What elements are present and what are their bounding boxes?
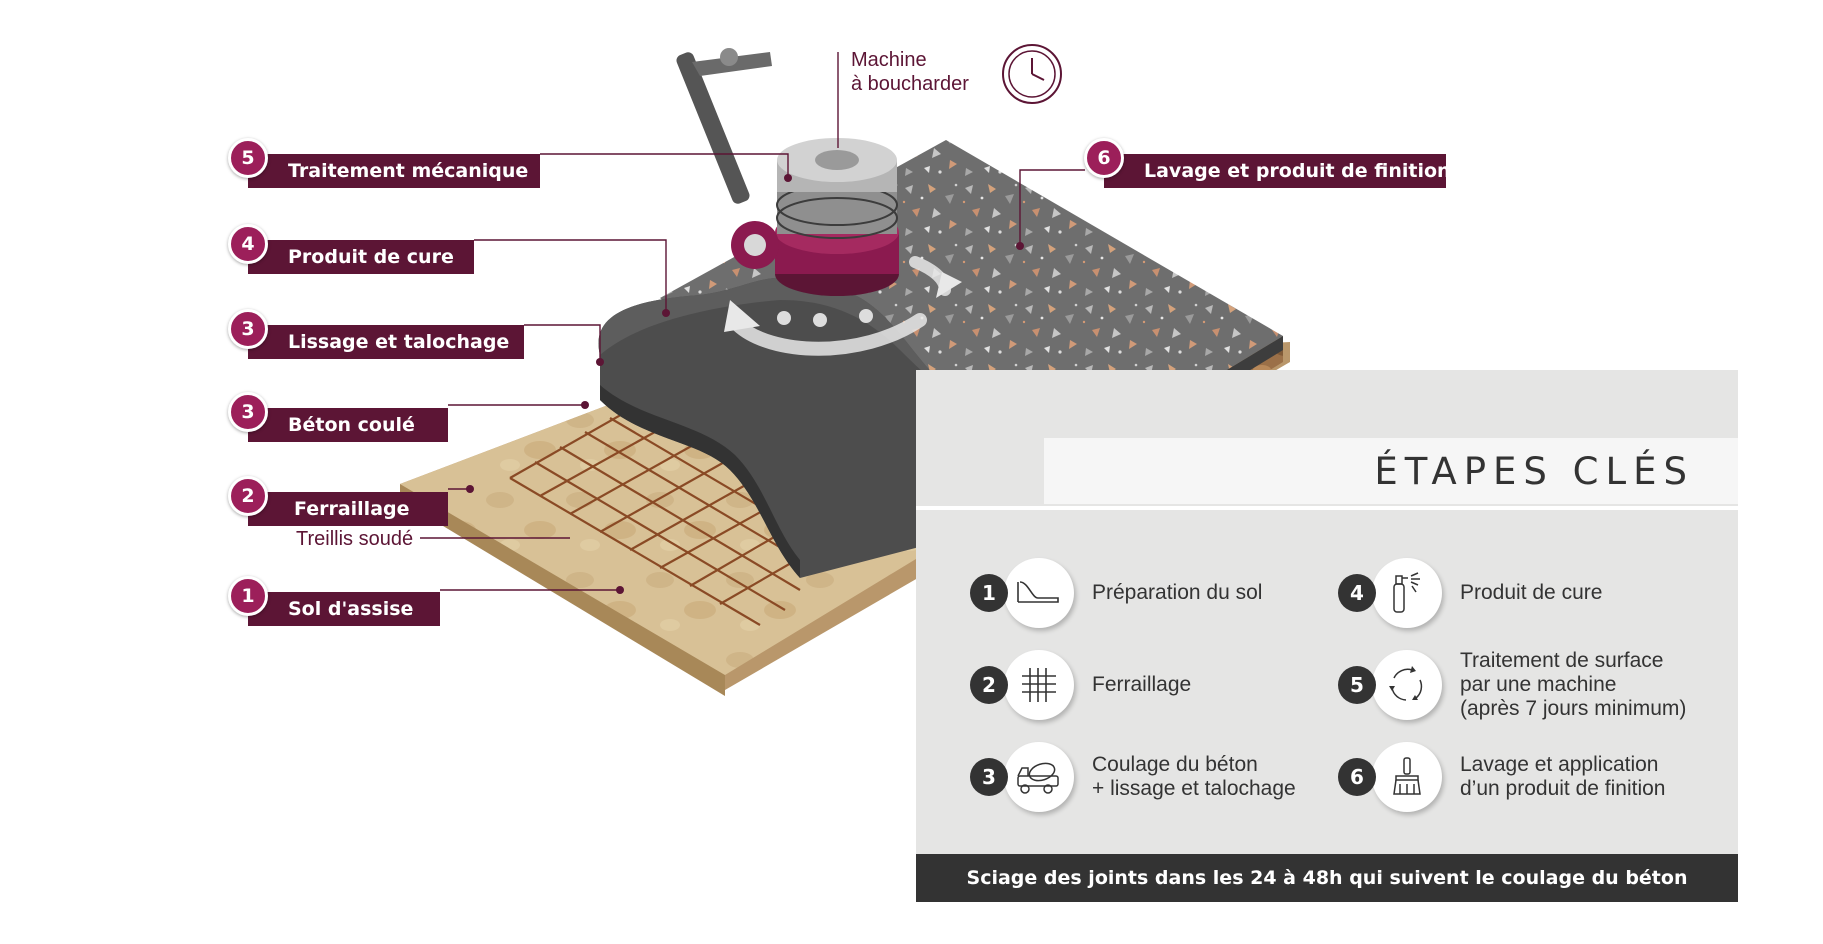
step-icon-circle <box>1372 650 1442 720</box>
step-text: Lavage et application d’un produit de fi… <box>1460 753 1666 800</box>
step-icon-circle <box>1372 558 1442 628</box>
welded-mesh-label: Treillis soudé <box>296 528 414 550</box>
callout-label: Béton coulé <box>248 408 448 442</box>
step-text: Produit de cure <box>1460 581 1603 604</box>
bush-hammer-machine <box>676 48 899 327</box>
step-number: 3 <box>970 758 1008 796</box>
callout-badge: 4 <box>228 224 268 264</box>
brush-icon <box>1393 757 1421 795</box>
rotation-arrows-icon <box>1389 666 1423 701</box>
callout-label: Sol d'assise <box>248 592 440 626</box>
step-text: Traitement de surface par une machine (a… <box>1460 649 1687 720</box>
machine-label: Machine à boucharder <box>851 49 969 95</box>
ground-preparation-icon <box>1017 581 1059 603</box>
callout-badge: 3 <box>228 392 268 432</box>
callout-label: Lavage et produit de finition <box>1104 154 1451 188</box>
callout-label: Produit de cure <box>248 240 474 274</box>
panel-title-box: ÉTAPES CLÉS <box>1044 438 1738 504</box>
clock-icon <box>1002 44 1062 104</box>
callout-badge: 3 <box>228 309 268 349</box>
panel-divider <box>916 506 1738 510</box>
step-icon-circle <box>1372 742 1442 812</box>
step-number: 1 <box>970 574 1008 612</box>
callout-label: Lissage et talochage <box>248 325 524 359</box>
callout-badge: 2 <box>228 476 268 516</box>
grid-icon <box>1022 668 1056 702</box>
step-number: 5 <box>1338 666 1376 704</box>
concrete-mixer-truck-icon <box>1017 762 1059 794</box>
panel-title: ÉTAPES CLÉS <box>1374 450 1694 493</box>
step-icon-circle <box>1004 650 1074 720</box>
step-number: 2 <box>970 666 1008 704</box>
step-number: 6 <box>1338 758 1376 796</box>
step-icon-circle <box>1004 742 1074 812</box>
callout-badge: 6 <box>1084 138 1124 178</box>
spray-bottle-icon <box>1393 572 1420 613</box>
step-icon-circle <box>1004 558 1074 628</box>
step-number: 4 <box>1338 574 1376 612</box>
step-text: Coulage du béton + lissage et talochage <box>1092 753 1296 800</box>
step-text: Préparation du sol <box>1092 581 1263 604</box>
callout-badge: 1 <box>228 576 268 616</box>
callout-label: Ferraillage <box>248 492 448 526</box>
step-text: Ferraillage <box>1092 673 1192 696</box>
callout-badge: 5 <box>228 138 268 178</box>
callout-label: Traitement mécanique <box>248 154 540 188</box>
panel-footer: Sciage des joints dans les 24 à 48h qui … <box>916 854 1738 902</box>
